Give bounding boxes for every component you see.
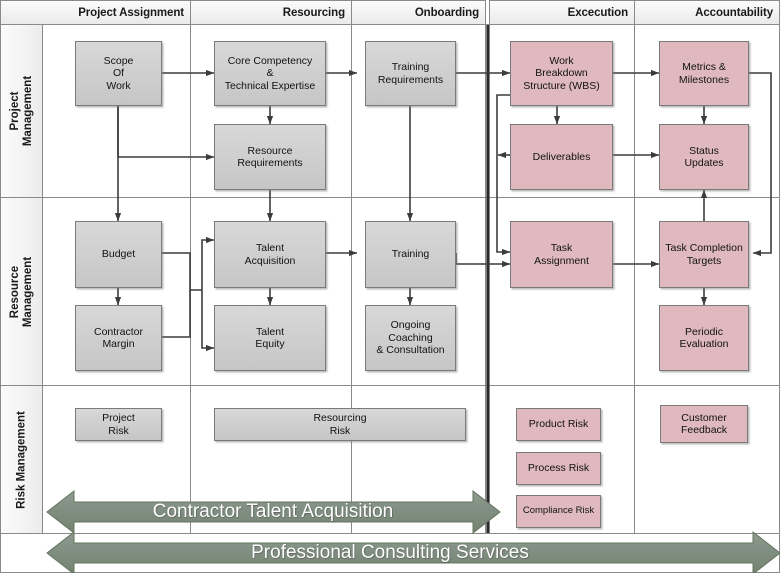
node-talent-acquisition[interactable]: Talent Acquisition xyxy=(214,221,326,288)
node-contractor-margin[interactable]: Contractor Margin xyxy=(75,305,162,371)
node-talent-equity[interactable]: Talent Equity xyxy=(214,305,326,371)
node-label: Process Risk xyxy=(527,462,590,475)
node-label: Work Breakdown Structure (WBS) xyxy=(523,54,600,92)
node-label: Metrics & Milestones xyxy=(678,61,730,86)
node-label: Core Competency & Technical Expertise xyxy=(224,54,316,92)
node-label: Contractor Margin xyxy=(93,325,144,351)
edge-scope-to-resreq xyxy=(117,106,215,161)
node-process-risk[interactable]: Process Risk xyxy=(516,452,601,485)
band-professional-consulting-services xyxy=(46,530,780,573)
node-label: Resource Requirements xyxy=(237,144,303,170)
column-header-label: Accountability xyxy=(695,6,773,19)
row-header-risk-management: Risk Management xyxy=(0,385,43,534)
column-header-excecution: Excecution xyxy=(489,0,635,25)
node-work-breakdown-structure[interactable]: Work Breakdown Structure (WBS) xyxy=(510,41,613,106)
node-label: Resourcing Risk xyxy=(313,412,367,437)
edge-bus-to-talentacq xyxy=(201,236,215,290)
node-label: Compliance Risk xyxy=(522,505,595,517)
node-label: Scope Of Work xyxy=(103,54,134,92)
column-header-accountability: Accountability xyxy=(634,0,780,25)
node-task-assignment[interactable]: Task Assignment xyxy=(510,221,613,288)
node-label: Ongoing Coaching & Consultation xyxy=(376,319,445,357)
column-header-onboarding: Onboarding xyxy=(351,0,486,25)
node-label: Task Completion Targets xyxy=(665,242,743,267)
node-product-risk[interactable]: Product Risk xyxy=(516,408,601,441)
column-header-label: Excecution xyxy=(567,6,628,19)
column-header-project-assignment: Project Assignment xyxy=(0,0,191,25)
node-label: Product Risk xyxy=(528,418,589,431)
node-label: Training Requirements xyxy=(377,61,444,86)
column-header-label: Project Assignment xyxy=(78,6,184,19)
node-scope-of-work[interactable]: Scope Of Work xyxy=(75,41,162,106)
node-customer-feedback[interactable]: Customer Feedback xyxy=(660,405,748,443)
node-periodic-evaluation[interactable]: Periodic Evaluation xyxy=(659,305,749,371)
node-metrics-milestones[interactable]: Metrics & Milestones xyxy=(659,41,749,106)
node-label: Budget xyxy=(101,248,136,261)
node-label: Customer Feedback xyxy=(680,411,728,437)
node-status-updates[interactable]: Status Updates xyxy=(659,124,749,190)
edge-training-stub xyxy=(456,253,510,264)
node-task-completion-targets[interactable]: Task Completion Targets xyxy=(659,221,749,288)
node-label: Training xyxy=(391,248,430,261)
node-budget[interactable]: Budget xyxy=(75,221,162,288)
row-header-label: Risk Management xyxy=(15,410,27,509)
node-deliverables[interactable]: Deliverables xyxy=(510,124,613,190)
node-resource-requirements[interactable]: Resource Requirements xyxy=(214,124,326,190)
column-header-label: Onboarding xyxy=(414,6,479,19)
edge-metrics-to-taskcompletion xyxy=(749,72,772,257)
edge-wbs-to-taskassignment xyxy=(496,94,511,256)
node-project-risk[interactable]: Project Risk xyxy=(75,408,162,441)
node-training-requirements[interactable]: Training Requirements xyxy=(365,41,456,106)
node-label: Talent Equity xyxy=(255,325,285,351)
node-label: Periodic Evaluation xyxy=(679,325,729,351)
edge-bus-to-talentequity xyxy=(201,290,215,352)
bus-margin-out xyxy=(162,290,191,338)
band-contractor-talent-acquisition xyxy=(46,489,501,535)
node-training[interactable]: Training xyxy=(365,221,456,288)
column-header-label: Resourcing xyxy=(282,6,345,19)
node-label: Deliverables xyxy=(532,150,591,163)
column-header-resourcing: Resourcing xyxy=(190,0,352,25)
node-ongoing-coaching[interactable]: Ongoing Coaching & Consultation xyxy=(365,305,456,371)
node-core-competency[interactable]: Core Competency & Technical Expertise xyxy=(214,41,326,106)
node-label: Status Updates xyxy=(684,144,724,170)
connectors xyxy=(114,69,772,352)
node-compliance-risk[interactable]: Compliance Risk xyxy=(516,495,601,528)
bus-budget-out xyxy=(162,252,202,291)
node-label: Talent Acquisition xyxy=(244,242,296,267)
node-resourcing-risk[interactable]: Resourcing Risk xyxy=(214,408,466,441)
node-label: Task Assignment xyxy=(534,242,589,267)
node-label: Project Risk xyxy=(102,412,135,437)
